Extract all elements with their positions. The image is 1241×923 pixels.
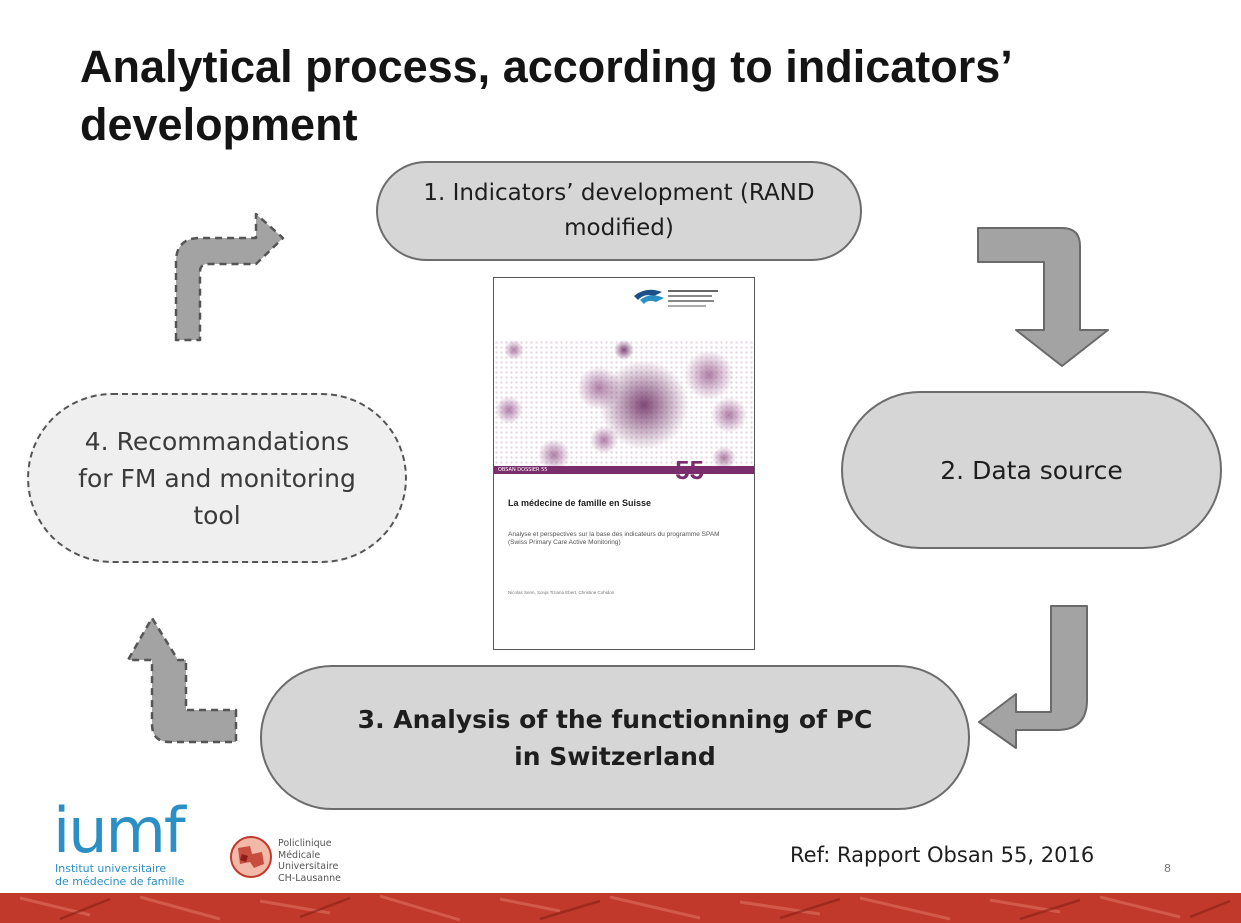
pmu-line-1: Policlinique (278, 838, 332, 849)
iumf-line-1: Institut universitaire (55, 862, 167, 875)
step-3-label: 3. Analysis of the functionning of PC in… (357, 704, 873, 771)
step-1-pill: 1. Indicators’ development (RAND modifie… (376, 161, 862, 261)
reference-text: Ref: Rapport Obsan 55, 2016 (790, 843, 1095, 867)
report-cover: OBSAN DOSSIER 55 55 La médecine de famil… (493, 277, 755, 650)
step-2-label: 2. Data source (940, 455, 1123, 485)
pmu-seal-icon (230, 836, 272, 878)
step-4-pill: 4. Recommandations for FM and monitoring… (27, 393, 407, 563)
iumf-logo: iumf Institut universitaire de médecine … (53, 794, 186, 889)
cover-dot-pattern (494, 340, 754, 470)
arrow-step1-to-step2 (977, 227, 1109, 367)
iumf-wordmark: iumf (53, 794, 186, 867)
iumf-subtitle: Institut universitaire de médecine de fa… (55, 862, 184, 888)
pmu-line-4: CH-Lausanne (278, 872, 341, 884)
cover-logo (634, 289, 718, 307)
cover-subtitle: Analyse et perspectives sur la base des … (508, 531, 720, 546)
step-1-label: 1. Indicators’ development (RAND modifie… (423, 180, 815, 241)
iumf-line-2: de médecine de famille (55, 875, 185, 888)
cover-authors: Nicolas Senn, Sonja Tiziana Ebert, Chris… (508, 590, 615, 595)
step-4-label: 4. Recommandations for FM and monitoring… (78, 426, 356, 530)
footer-bar (0, 893, 1241, 923)
pmu-text: Policlinique Médicale Universitaire CH-L… (278, 838, 341, 884)
cover-series-label: OBSAN DOSSIER 55 (498, 467, 548, 473)
arrow-step4-to-step1 (174, 212, 285, 342)
cover-title: La médecine de famille en Suisse (508, 498, 652, 508)
arrow-step2-to-step3 (978, 605, 1088, 749)
step-2-pill: 2. Data source (841, 391, 1222, 549)
cover-number: 55 (675, 455, 704, 485)
pmu-line-3: Universitaire (278, 861, 339, 872)
cover-band (494, 466, 754, 474)
step-3-pill: 3. Analysis of the functionning of PC in… (260, 665, 970, 810)
slide-title: Analytical process, according to indicat… (80, 41, 1011, 150)
pmu-line-2: Médicale (278, 849, 321, 861)
page-number: 8 (1164, 862, 1171, 875)
